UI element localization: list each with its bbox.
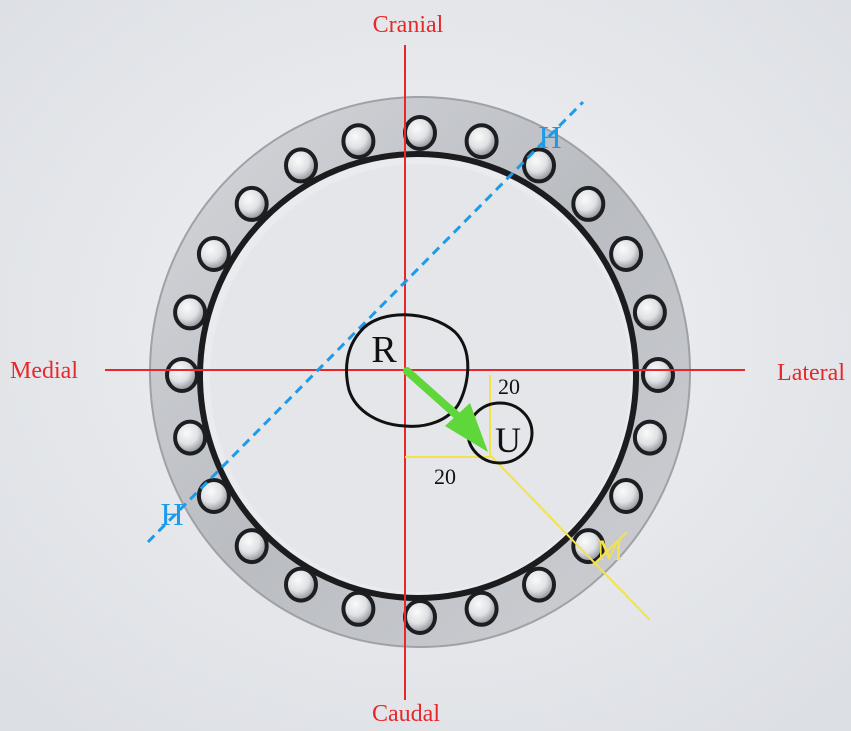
ring-hole [341, 123, 376, 160]
ring-hole [609, 478, 644, 514]
ring-hole [522, 147, 556, 184]
label-lateral: Lateral [777, 360, 845, 386]
offset-bracket [405, 375, 491, 458]
ring-hole [403, 115, 437, 151]
label-offset-y: 20 [498, 374, 520, 399]
ring-hole [641, 357, 675, 393]
label-h-top: H [538, 119, 561, 155]
m-tick [592, 531, 628, 566]
ring-hole [165, 357, 199, 393]
label-h-bottom: H [160, 496, 183, 532]
label-medial: Medial [10, 358, 78, 384]
h-line [146, 100, 585, 544]
ring-hole [284, 147, 318, 184]
label-r: R [371, 329, 397, 371]
ring-hole [284, 566, 318, 603]
ring-hole [196, 236, 231, 272]
ring-hole [173, 419, 208, 456]
ring-hole [522, 566, 556, 603]
ring-hole [464, 123, 499, 160]
ring-hole [173, 294, 208, 331]
label-caudal: Caudal [372, 701, 440, 727]
arrow-head [445, 403, 488, 452]
label-m: M [597, 534, 624, 567]
r-outline [345, 313, 470, 428]
ring-hole [464, 590, 499, 627]
ring-hole [234, 528, 269, 565]
ring-hole [234, 185, 269, 222]
ring-hole [609, 236, 644, 272]
ring-hole [341, 590, 376, 627]
label-offset-x: 20 [434, 464, 456, 489]
displacement-arrow [403, 367, 488, 452]
ring-hole [632, 294, 667, 331]
ring-hole [571, 185, 606, 222]
ring-hole [196, 478, 231, 514]
ring-hole [571, 528, 606, 565]
label-cranial: Cranial [373, 12, 444, 38]
ring-hole [632, 419, 667, 456]
label-u: U [495, 420, 521, 460]
m-line [489, 454, 651, 621]
ring-hole [403, 599, 437, 635]
